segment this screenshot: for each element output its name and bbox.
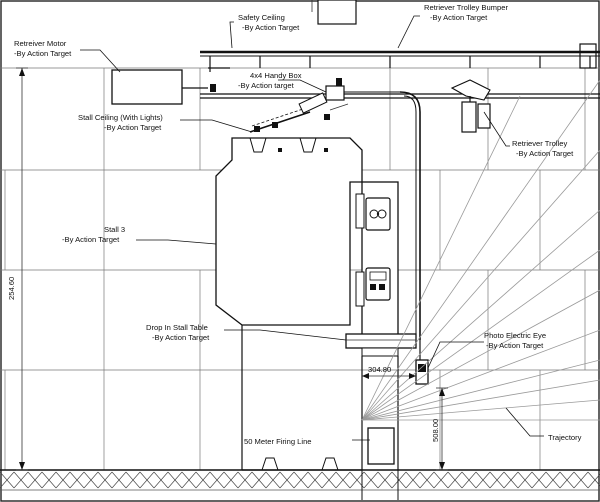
- svg-text:Photo Electric Eye: Photo Electric Eye: [484, 331, 546, 340]
- control-panel-box: [365, 267, 391, 301]
- svg-text:Stall 3: Stall 3: [104, 225, 125, 234]
- stall-outline: [215, 137, 363, 326]
- trajectory-rays: [361, 79, 600, 421]
- lower-stall: [241, 325, 399, 500]
- label-retriever-motor: Retreiver Motor -By Action Target: [14, 39, 72, 58]
- trolley-rail: [200, 43, 600, 72]
- label-retriever-trolley: Retriever Trolley -By Action Target: [512, 139, 574, 158]
- svg-text:-By Action Target: -By Action Target: [486, 341, 544, 350]
- label-firing-line: 50 Meter Firing Line: [244, 437, 312, 446]
- svg-text:Retreiver Motor: Retreiver Motor: [14, 39, 67, 48]
- svg-text:4x4 Handy Box: 4x4 Handy Box: [250, 71, 302, 80]
- label-trajectory: Trajectory: [548, 433, 582, 442]
- svg-text:-By Action Target: -By Action Target: [62, 235, 120, 244]
- label-photo-eye: Photo Electric Eye -By Action Target: [484, 331, 546, 350]
- label-trolley-bumper: Retriever Trolley Bumper -By Action Targ…: [424, 3, 508, 22]
- svg-text:Stall Ceiling (With Lights): Stall Ceiling (With Lights): [78, 113, 163, 122]
- label-stall-ceiling: Stall Ceiling (With Lights) -By Action T…: [78, 113, 163, 132]
- svg-text:-By Action target: -By Action target: [238, 81, 295, 90]
- svg-text:-By Action Target: -By Action Target: [14, 49, 72, 58]
- label-handy-box: 4x4 Handy Box -By Action target: [238, 71, 302, 90]
- handy-box: [325, 78, 400, 101]
- dim-stall-width: [362, 373, 416, 379]
- dim-lower-text: 508.00: [431, 419, 440, 442]
- label-safety-ceiling: Safety Ceiling -By Action Target: [238, 13, 300, 32]
- conduit-line: [399, 91, 421, 340]
- label-stall-table: Drop In Stall Table -By Action Target: [146, 323, 210, 342]
- floor-hatch: [0, 469, 600, 491]
- svg-text:Retriever Trolley Bumper: Retriever Trolley Bumper: [424, 3, 508, 12]
- stall-ceiling-baffle: [249, 92, 349, 133]
- svg-text:-By Action Target: -By Action Target: [430, 13, 488, 22]
- svg-text:Retriever Trolley: Retriever Trolley: [512, 139, 567, 148]
- dim-stall-width-text: 304.80: [368, 365, 391, 374]
- conduit-line-inner: [403, 95, 417, 340]
- retriever-trolley: [450, 79, 491, 133]
- dim-height-text: 254.60: [7, 277, 16, 300]
- svg-text:Safety Ceiling: Safety Ceiling: [238, 13, 285, 22]
- safety-ceiling-box: [311, 0, 357, 25]
- signal-light-box: [365, 197, 391, 231]
- svg-text:Drop In Stall Table: Drop In Stall Table: [146, 323, 208, 332]
- retriever-motor: [111, 69, 216, 105]
- leader-lines: [80, 15, 544, 441]
- dim-height: [16, 67, 28, 471]
- svg-text:-By Action Target: -By Action Target: [242, 23, 300, 32]
- stall-table: [345, 333, 417, 357]
- ceiling-beam: [200, 93, 600, 99]
- svg-text:-By Action Target: -By Action Target: [516, 149, 574, 158]
- svg-text:-By Action Target: -By Action Target: [104, 123, 162, 132]
- svg-text:-By Action Target: -By Action Target: [152, 333, 210, 342]
- dim-lower: [436, 387, 448, 471]
- label-stall: Stall 3 -By Action Target: [62, 225, 125, 244]
